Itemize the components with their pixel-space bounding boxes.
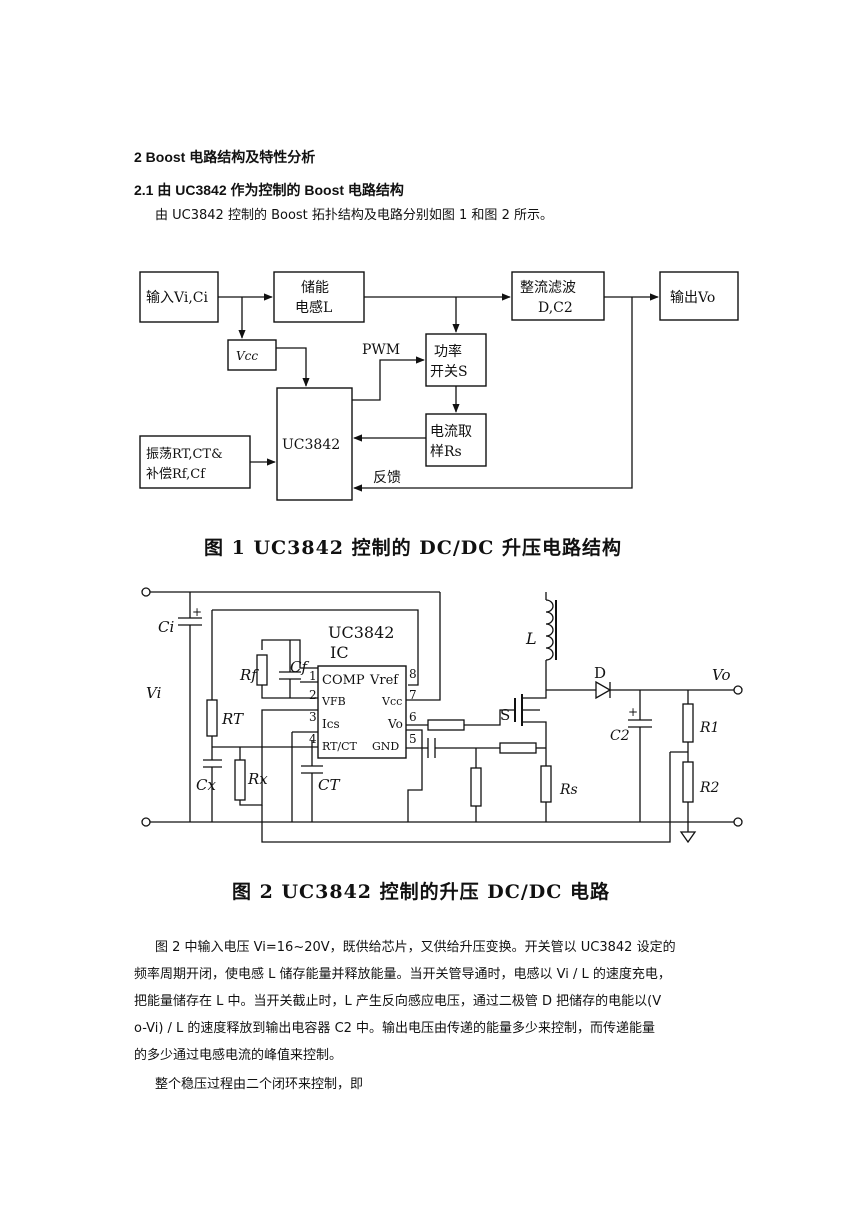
sense-label-line2: 样Rs bbox=[430, 444, 462, 460]
label-rf: Rf bbox=[239, 666, 259, 684]
label-c2: C2 bbox=[610, 728, 630, 744]
label-d: D bbox=[594, 664, 606, 682]
block-switch bbox=[425, 333, 487, 387]
pin3-label: Ics bbox=[322, 717, 340, 731]
sense-label-line1: 电流取 bbox=[430, 424, 472, 440]
block-oscillator bbox=[139, 435, 251, 489]
filter-resistor bbox=[470, 767, 482, 807]
label-rt: RT bbox=[221, 710, 244, 728]
body-line-2: 频率周期开闭，使电感 L 储存能量并释放能量。当开关管导通时，电感以 Vi / … bbox=[134, 967, 671, 982]
block-current-sense bbox=[425, 413, 487, 467]
body-line-1: 图 2 中输入电压 Vi=16~20V，既供给芯片，又供给升压变换。开关管以 U… bbox=[155, 940, 676, 955]
vi-terminal-top bbox=[141, 587, 151, 597]
ic-label: UC3842 bbox=[282, 437, 340, 453]
label-rx: Rx bbox=[247, 770, 268, 788]
figure2-circuit-schematic: Ci + Vi Rf Cf RT Cx Rx CT UC3842 IC COMP… bbox=[141, 587, 743, 844]
figure2-caption: 图 2 UC3842 控制的升压 DC/DC 电路 bbox=[232, 881, 611, 903]
sense-filter-resistor bbox=[499, 742, 537, 754]
resistor-r2 bbox=[682, 761, 694, 803]
figure1-caption: 图 1 UC3842 控制的 DC/DC 升压电路结构 bbox=[204, 537, 623, 559]
inductor-label-line1: 储能 bbox=[301, 280, 329, 296]
block-output bbox=[659, 271, 739, 321]
body-line-5: 的多少通过电感电流的峰值来控制。 bbox=[134, 1048, 343, 1063]
pin2-number: 2 bbox=[309, 688, 317, 702]
diode-d bbox=[595, 680, 612, 700]
pin6-label: Vo bbox=[387, 717, 403, 731]
resistor-rx bbox=[234, 759, 246, 801]
resistor-r1 bbox=[682, 703, 694, 743]
block-inductor bbox=[273, 271, 365, 323]
inductor-label-line2: 电感L bbox=[295, 299, 332, 316]
body-line-4: o-Vi) / L 的速度释放到输出电容器 C2 中。输出电压由传递的能量多少来… bbox=[134, 1021, 656, 1036]
inductor-l-coil bbox=[545, 599, 554, 661]
section-heading: 2 Boost 电路结构及特性分析 bbox=[134, 149, 316, 165]
label-r2: R2 bbox=[699, 780, 720, 796]
pin5-label: GND bbox=[372, 740, 399, 753]
body-line-3: 把能量储存在 L 中。当开关截止时，L 产生反向感应电压，通过二极管 D 把储存… bbox=[134, 994, 662, 1009]
pin2-label: VFB bbox=[321, 695, 346, 708]
block-ic bbox=[276, 387, 353, 501]
switch-label-line2: 开关S bbox=[430, 364, 468, 380]
block-input bbox=[139, 271, 219, 323]
intro-paragraph: 由 UC3842 控制的 Boost 拓扑结构及电路分别如图 1 和图 2 所示… bbox=[155, 208, 553, 223]
label-c2-plus: + bbox=[628, 705, 638, 719]
label-ct: CT bbox=[318, 776, 340, 794]
vo-terminal-top bbox=[733, 685, 743, 695]
subsection-heading: 2.1 由 UC3842 作为控制的 Boost 电路结构 bbox=[134, 182, 404, 198]
pin4-number: 4 bbox=[309, 732, 317, 746]
pin6-number: 6 bbox=[409, 710, 417, 724]
ground-symbol bbox=[679, 831, 697, 844]
resistor-rf bbox=[256, 654, 268, 686]
rectifier-label-line1: 整流滤波 bbox=[520, 280, 576, 296]
osc-label-line2: 补偿Rf,Cf bbox=[146, 467, 206, 482]
label-r1: R1 bbox=[699, 720, 719, 736]
pin8-number: 8 bbox=[409, 667, 417, 681]
feedback-label: 反馈 bbox=[373, 470, 401, 486]
label-rs: Rs bbox=[559, 782, 578, 798]
label-vi: Vi bbox=[146, 684, 162, 702]
pin8-label: Vref bbox=[369, 673, 399, 688]
figure1-block-diagram: 输入Vi,Ci 储能 电感L 整流滤波 D,C2 输出Vo Vcc 功率 开关S… bbox=[139, 271, 739, 501]
gate-resistor bbox=[427, 719, 465, 731]
resistor-rs bbox=[540, 765, 552, 803]
block-rectifier bbox=[511, 271, 605, 321]
pin7-number: 7 bbox=[409, 688, 417, 702]
resistor-rt bbox=[206, 699, 218, 737]
vo-terminal-bottom bbox=[733, 817, 743, 827]
label-cx: Cx bbox=[196, 776, 216, 794]
uc3842-chip bbox=[317, 665, 407, 759]
output-label: 输出Vo bbox=[670, 290, 715, 306]
vi-terminal-bottom bbox=[141, 817, 151, 827]
label-l: L bbox=[525, 629, 537, 648]
label-s: S bbox=[500, 706, 510, 724]
label-ci-plus: + bbox=[192, 605, 202, 619]
pin5-number: 5 bbox=[409, 732, 417, 746]
chip-ic: IC bbox=[330, 643, 349, 662]
pin3-number: 3 bbox=[309, 710, 317, 724]
input-label: 输入Vi,Ci bbox=[146, 290, 209, 306]
block-vcc bbox=[227, 339, 277, 371]
label-cf: Cf bbox=[290, 658, 309, 676]
label-ci: Ci bbox=[158, 618, 174, 636]
pin1-label: COMP bbox=[322, 673, 365, 688]
switch-label-line1: 功率 bbox=[434, 343, 462, 360]
pin7-label: Vcc bbox=[381, 695, 402, 708]
pin1-number: 1 bbox=[309, 669, 317, 683]
osc-label-line1: 振荡RT,CT& bbox=[146, 447, 223, 462]
body-line-6: 整个稳压过程由二个闭环来控制，即 bbox=[155, 1077, 364, 1092]
rectifier-label-line2: D,C2 bbox=[538, 300, 573, 316]
pwm-label: PWM bbox=[362, 342, 400, 358]
vcc-label: Vcc bbox=[236, 349, 258, 363]
chip-name: UC3842 bbox=[328, 623, 394, 642]
label-vo: Vo bbox=[712, 666, 731, 684]
pin4-label: RT/CT bbox=[322, 740, 358, 753]
